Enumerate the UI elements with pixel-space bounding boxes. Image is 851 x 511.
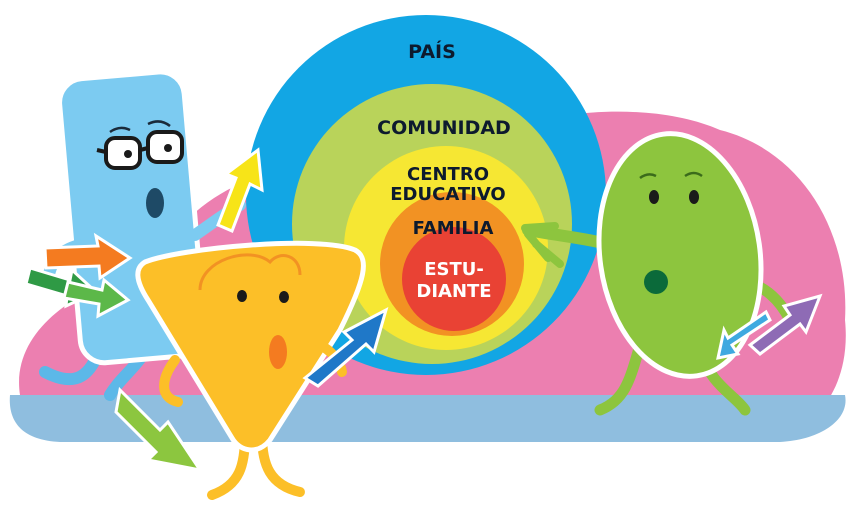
green-character xyxy=(521,131,796,416)
label-centro-line2: EDUCATIVO xyxy=(390,184,506,205)
yellow-character-mouth xyxy=(269,335,287,369)
blue-character-mouth xyxy=(146,188,164,218)
label-estudiante-line1: ESTU- xyxy=(424,259,484,280)
label-centro-line1: CENTRO xyxy=(407,164,489,185)
label-familia: FAMILIA xyxy=(413,218,494,239)
arrow-icon xyxy=(114,307,389,473)
arrow-icon xyxy=(716,293,823,360)
label-comunidad: COMUNIDAD xyxy=(377,117,511,139)
circle-estudiante xyxy=(402,227,506,331)
label-estudiante-line2: DIANTE xyxy=(416,281,491,302)
yellow-character xyxy=(135,240,366,500)
arrow-icon xyxy=(24,147,264,319)
glasses-icon xyxy=(96,130,184,170)
green-character-mouth xyxy=(644,270,668,294)
label-pais: PAÍS xyxy=(408,40,456,63)
